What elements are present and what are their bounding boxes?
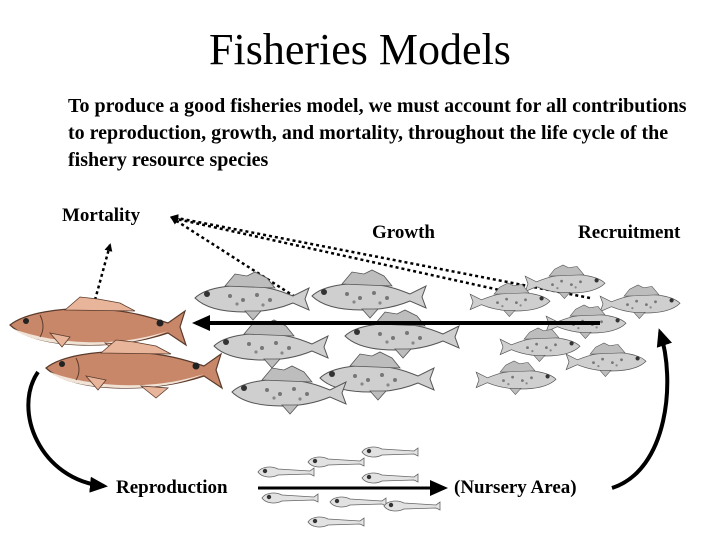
recruit-fish <box>470 283 550 317</box>
mortality-line-adult <box>93 243 113 301</box>
adult-fish-pair <box>9 296 223 399</box>
larva <box>257 466 315 478</box>
growth-fish-school <box>194 269 460 415</box>
mortality-line-recruit-b <box>170 214 591 300</box>
larva <box>307 516 365 528</box>
recruit-fish <box>525 265 605 299</box>
adult-fish <box>45 339 223 399</box>
juvenile-fish <box>194 271 310 321</box>
juvenile-fish <box>213 319 329 369</box>
recruit-fish <box>476 361 556 395</box>
juvenile-fish <box>311 269 427 319</box>
reproduction-arrow <box>26 370 108 493</box>
intro-text: To produce a good fisheries model, we mu… <box>68 95 687 171</box>
nursery-area-label: (Nursery Area) <box>454 477 577 498</box>
mortality-line-recruit-a <box>170 215 546 302</box>
slide-title: Fisheries Models <box>209 25 511 74</box>
recruit-fish-school <box>470 265 680 395</box>
reproduction-label: Reproduction <box>116 477 228 498</box>
larva <box>307 456 365 468</box>
mortality-line-growth <box>170 216 301 302</box>
larva <box>361 472 419 484</box>
recruitment-label: Recruitment <box>578 222 681 243</box>
larva <box>329 496 387 508</box>
juvenile-fish <box>344 309 460 359</box>
larva <box>261 492 319 504</box>
mortality-label: Mortality <box>62 205 141 226</box>
mortality-lines <box>93 214 591 302</box>
larva <box>383 500 441 512</box>
recruitment-arrow <box>611 328 673 490</box>
larva <box>361 446 419 458</box>
adult-fish <box>9 296 187 356</box>
growth-label: Growth <box>372 222 435 243</box>
recruit-fish <box>600 285 680 319</box>
